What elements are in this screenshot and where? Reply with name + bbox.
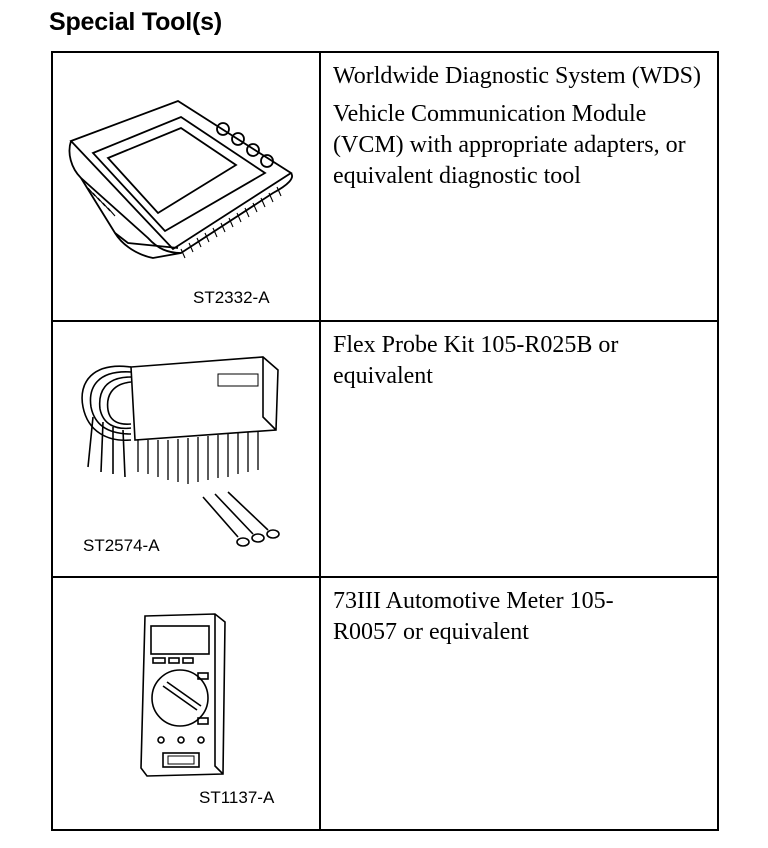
tool-illustration-cell: ST1137-A	[53, 578, 321, 829]
tool-illustration-cell: ST2574-A	[53, 322, 321, 576]
tool-row: ST2574-A Flex Probe Kit 105-R025B or equ…	[53, 322, 717, 578]
tool-description: 73III Automotive Meter 105-R0057 or equi…	[321, 578, 717, 829]
tool-name: Flex Probe Kit 105-R025B or equivalent	[333, 332, 619, 389]
illustration-code: ST1137-A	[199, 788, 275, 807]
tool-details: Vehicle Communication Module (VCM) with …	[333, 101, 686, 189]
illustration-code: ST2574-A	[83, 536, 160, 555]
tool-illustration-cell: ST2332-A	[53, 53, 321, 320]
tool-row: ST2332-A Worldwide Diagnostic System (WD…	[53, 53, 717, 322]
special-tools-table: ST2332-A Worldwide Diagnostic System (WD…	[51, 51, 719, 831]
flex-probe-kit-icon	[81, 356, 280, 547]
multimeter-icon	[140, 613, 226, 777]
tool-description: Flex Probe Kit 105-R025B or equivalent	[321, 322, 717, 576]
diagnostic-tablet-icon	[68, 99, 293, 259]
tool-name: 73III Automotive Meter 105-R0057 or equi…	[333, 588, 614, 645]
tool-name: Worldwide Diagnostic System (WDS)	[333, 63, 702, 89]
tool-description: Worldwide Diagnostic System (WDS) Vehicl…	[321, 53, 717, 320]
tool-row: ST1137-A 73III Automotive Meter 105-R005…	[53, 578, 717, 829]
section-title: Special Tool(s)	[49, 8, 222, 36]
illustration-code: ST2332-A	[193, 288, 270, 307]
